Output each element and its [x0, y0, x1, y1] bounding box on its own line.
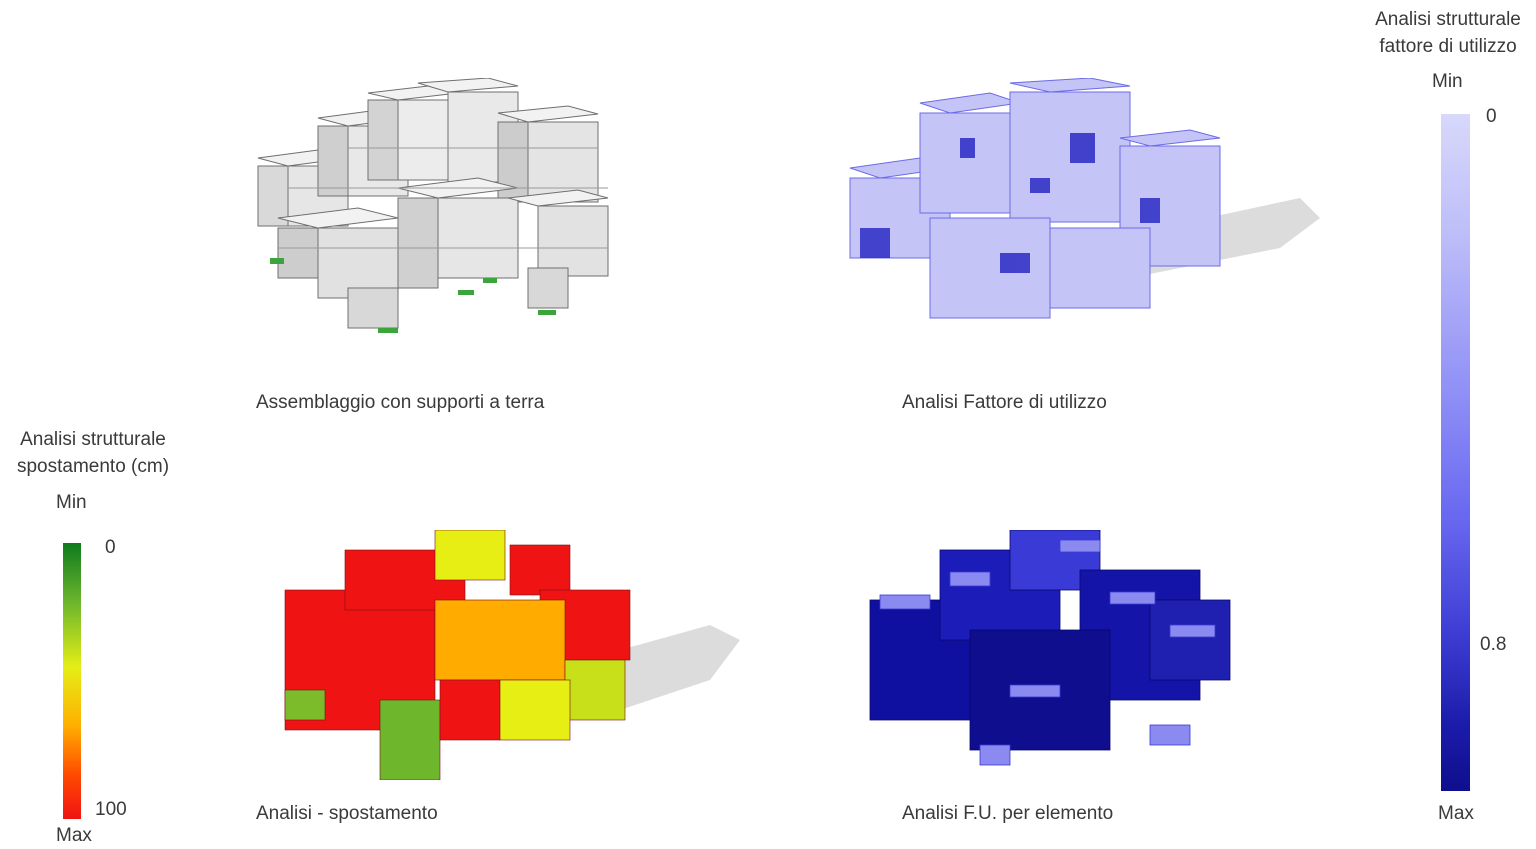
displacement-rendering-svg — [284, 530, 740, 780]
utilization-rendering-svg — [849, 78, 1320, 319]
displacement-legend-title-line2: spostamento (cm) — [16, 456, 170, 477]
utilization-legend-title-line1: Analisi strutturale — [1375, 9, 1521, 30]
utilization-legend-value-mark: 0.8 — [1480, 634, 1507, 655]
displacement-legend-value-bottom: 100 — [95, 799, 127, 820]
utilization-rendering — [840, 78, 1320, 338]
displacement-legend-min-label: Min — [56, 492, 87, 513]
displacement-legend-title-line1: Analisi strutturale — [20, 429, 166, 450]
displacement-caption: Analisi - spostamento — [256, 803, 438, 824]
assembly-caption: Assemblaggio con supporti a terra — [256, 392, 545, 413]
element-utilization-rendering — [860, 530, 1240, 785]
assembly-rendering — [248, 78, 628, 343]
assembly-rendering-svg — [257, 78, 609, 333]
displacement-rendering — [270, 530, 740, 780]
utilization-legend-max-label: Max — [1438, 803, 1474, 824]
displacement-legend-max-label: Max — [56, 825, 92, 846]
element-utilization-caption: Analisi F.U. per elemento — [902, 803, 1114, 824]
displacement-legend-value-top: 0 — [105, 537, 116, 558]
utilization-legend-value-top: 0 — [1486, 106, 1497, 127]
element-utilization-rendering-svg — [869, 530, 1231, 766]
utilization-color-scale-bar — [1441, 114, 1470, 791]
utilization-legend-title: Analisi strutturale fattore di utilizzo — [1362, 6, 1534, 60]
displacement-legend-title: Analisi strutturale spostamento (cm) — [4, 426, 182, 480]
utilization-caption: Analisi Fattore di utilizzo — [902, 392, 1107, 413]
utilization-legend-min-label: Min — [1432, 71, 1463, 92]
utilization-legend-title-line2: fattore di utilizzo — [1379, 36, 1517, 57]
displacement-color-scale-bar — [63, 543, 81, 819]
